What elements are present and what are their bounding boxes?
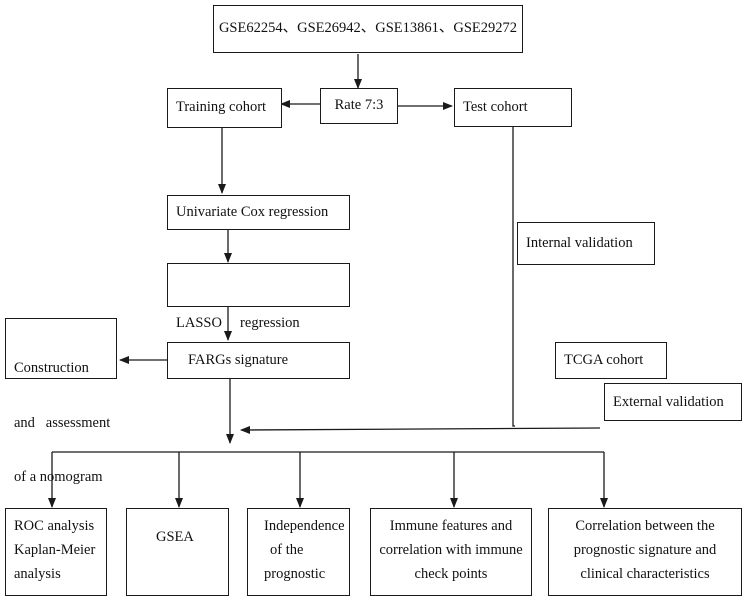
nomogram-line-1: Construction (14, 360, 89, 377)
external-validation-box: External validation (604, 383, 742, 421)
univariate-cox-label: Univariate Cox regression (176, 204, 329, 220)
datasets-label: GSE62254、GSE26942、GSE13861、GSE29272 (218, 20, 518, 36)
immune-line-2: correlation with immune (379, 541, 523, 558)
independence-box: Independence of the prognostic (247, 508, 350, 596)
correlation-line-3: clinical characteristics (580, 565, 710, 582)
test-cohort-box: Test cohort (454, 88, 572, 127)
gsea-box: GSEA (126, 508, 229, 596)
training-cohort-box: Training cohort (167, 88, 282, 128)
independence-line-1: Independence (264, 518, 345, 534)
fargs-signature-box: FARGs signature (167, 342, 350, 379)
immune-features-box: Immune features and correlation with imm… (370, 508, 532, 596)
correlation-box: Correlation between the prognostic signa… (548, 508, 742, 596)
univariate-cox-box: Univariate Cox regression (167, 195, 350, 230)
nomogram-line-2: and assessment (14, 414, 111, 431)
roc-line-2: Kaplan-Meier (14, 541, 96, 558)
roc-km-box: ROC analysis Kaplan-Meier analysis (5, 508, 107, 596)
training-cohort-label: Training cohort (176, 99, 267, 115)
fargs-signature-label: FARGs signature (188, 352, 289, 368)
internal-validation-label: Internal validation (526, 235, 633, 251)
roc-line-1: ROC analysis (14, 518, 95, 534)
arrow-validation-to-branch (240, 425, 601, 434)
rate-box: Rate 7:3 (320, 88, 398, 124)
test-cohort-label: Test cohort (463, 99, 528, 115)
roc-line-3: analysis (14, 565, 61, 582)
rate-label: Rate 7:3 (334, 97, 384, 113)
immune-line-3: check points (414, 565, 488, 582)
datasets-box: GSE62254、GSE26942、GSE13861、GSE29272 (213, 5, 523, 53)
nomogram-line-3: of a nomogram (14, 469, 103, 485)
tcga-cohort-label: TCGA cohort (564, 352, 644, 368)
nomogram-box: Construction and assessment of a nomogra… (5, 318, 117, 485)
tcga-cohort-box: TCGA cohort (555, 342, 667, 379)
line-test-validation (512, 127, 515, 427)
correlation-line-2: prognostic signature and (573, 541, 717, 558)
gsea-label: GSEA (156, 529, 194, 545)
correlation-line-1: Correlation between the (575, 518, 715, 534)
lasso-box: LASSO regression (167, 263, 350, 331)
external-validation-label: External validation (613, 394, 724, 410)
lasso-label: LASSO regression (176, 314, 300, 331)
independence-line-2: of the (270, 541, 304, 558)
independence-line-3: prognostic (264, 565, 326, 582)
internal-validation-box: Internal validation (517, 222, 655, 265)
immune-line-1: Immune features and (389, 518, 513, 534)
